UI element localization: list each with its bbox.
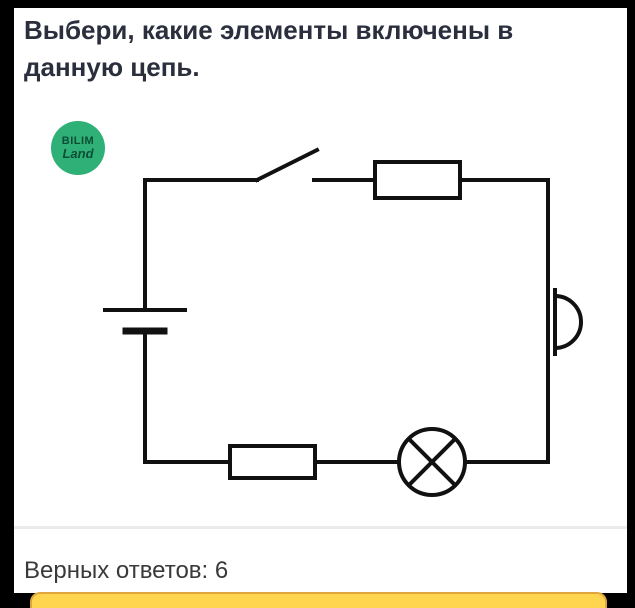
bilim-land-logo: BILIM Land [51, 121, 105, 175]
wire-bottom-left [143, 329, 232, 464]
logo-text-line2: Land [62, 146, 94, 161]
wire-right-bottom [458, 178, 550, 464]
question-card: Выбери, какие элементы включены в данную… [14, 8, 627, 593]
lamp-cross-2 [406, 436, 458, 488]
circuit-diagram [103, 147, 583, 497]
fuse [373, 160, 462, 200]
bell-dome [552, 293, 583, 351]
correct-answers-label: Верных ответов: 6 [24, 557, 229, 584]
wire-top-left [143, 178, 259, 312]
question-title: Выбери, какие элементы включены в данную… [24, 15, 514, 82]
resistor [228, 444, 317, 480]
section-divider [14, 526, 627, 529]
check-button[interactable] [30, 592, 607, 608]
switch-blade [254, 147, 320, 183]
logo-text-line1: BILIM [61, 135, 95, 147]
